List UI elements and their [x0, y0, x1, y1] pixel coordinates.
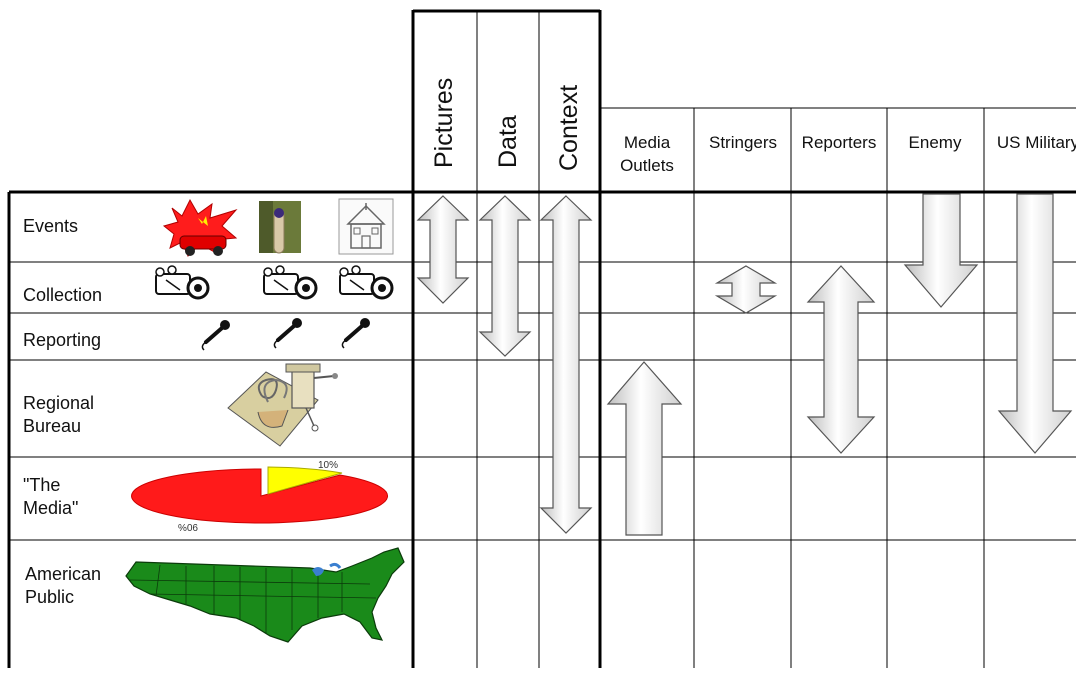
microphone-icon	[341, 318, 370, 349]
stage-collection: Collection	[23, 285, 103, 305]
source-stringers: Stringers	[708, 133, 778, 152]
stage-regional-bureau: Regional Bureau	[23, 393, 95, 436]
us-military-down-arrow	[997, 193, 1073, 454]
grid-thick-lines	[7, 9, 1076, 668]
context-double-arrow	[539, 195, 593, 534]
car-explosion-icon	[162, 198, 238, 257]
pie-chart-icon	[131, 466, 389, 524]
source-reporters: Reporters	[801, 133, 877, 152]
stage-events: Events	[23, 216, 79, 236]
source-enemy: Enemy	[908, 133, 962, 152]
info-type-context: Context	[555, 84, 583, 171]
us-map-icon	[125, 547, 405, 643]
pie-slice-large	[131, 468, 389, 524]
schoolhouse-icon	[338, 198, 394, 255]
info-type-data: Data	[494, 115, 522, 168]
source-us-military: US Military	[996, 133, 1076, 152]
pie-slice-small	[267, 466, 343, 495]
pictures-double-arrow	[416, 195, 470, 304]
pie-label-small: 10%	[318, 460, 339, 471]
enemy-down-arrow	[903, 193, 979, 308]
data-double-arrow	[478, 195, 532, 357]
stage-the-media: "The Media"	[23, 475, 79, 518]
stage-american-public: American Public	[25, 564, 102, 607]
stage-reporting: Reporting	[23, 330, 102, 350]
pie-label-large: 90%	[178, 521, 199, 532]
microphone-icon	[273, 318, 302, 349]
reporters-double-arrow	[806, 265, 876, 454]
media-outlets-up-arrow	[606, 361, 683, 536]
grid-lines	[8, 10, 1076, 668]
video-camera-icon	[263, 265, 318, 300]
stringers-double-arrow	[714, 265, 778, 314]
ink-finger-icon	[259, 201, 301, 254]
video-camera-icon	[339, 265, 394, 300]
info-arrows	[416, 195, 593, 534]
meat-grinder-icon	[227, 363, 338, 447]
microphone-icon	[201, 320, 230, 351]
video-camera-icon	[155, 265, 210, 300]
info-type-pictures: Pictures	[430, 77, 458, 168]
source-arrows	[606, 193, 1073, 536]
source-media-outlets: Media Outlets	[620, 133, 674, 175]
